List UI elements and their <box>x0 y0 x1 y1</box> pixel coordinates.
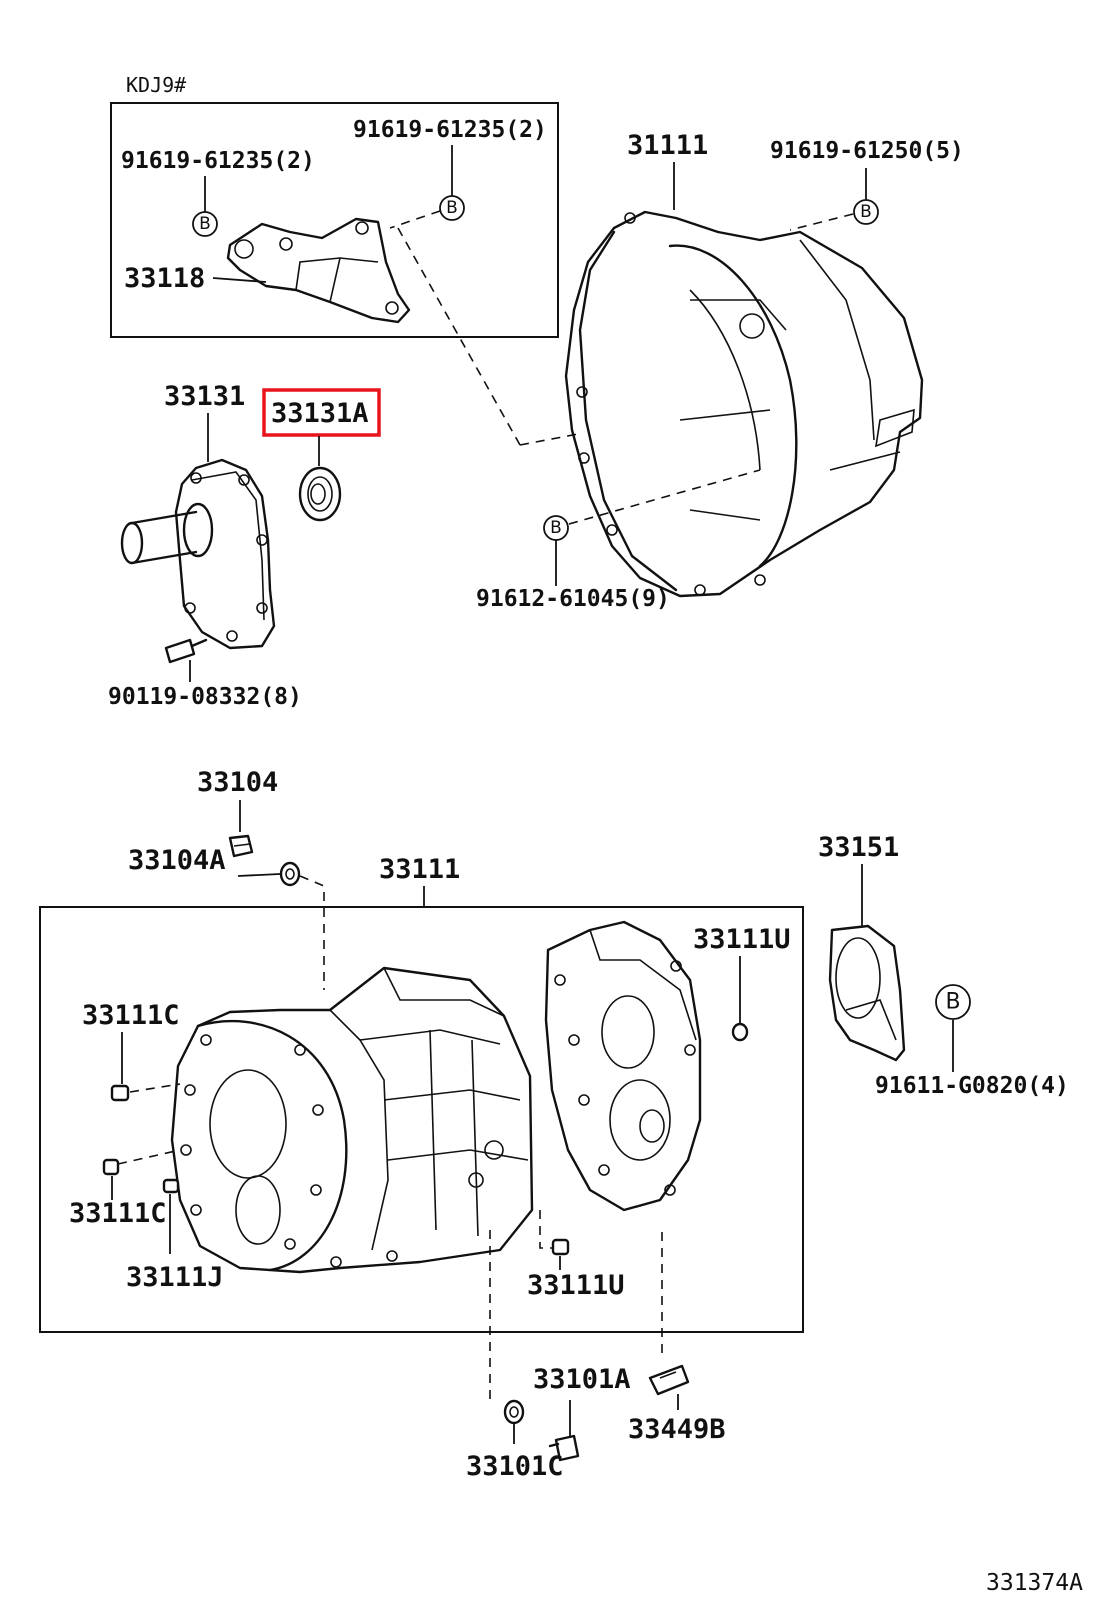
bell-housing-31111-drawing <box>564 210 924 598</box>
dowel-33111C-bottom <box>102 1158 120 1176</box>
diagram-id: 331374A <box>986 1570 1083 1596</box>
bolt-marker-b-5-text: B <box>945 990 960 1015</box>
dash-33111U-bottom <box>539 1210 552 1249</box>
cover-33151-drawing <box>828 924 906 1062</box>
bolt-marker-b-2-text: B <box>446 198 458 218</box>
label-33101A: 33101A <box>533 1364 631 1395</box>
bearing-retainer-33131-drawing <box>120 458 276 650</box>
kdj9-group-frame <box>110 102 559 338</box>
label-33449B: 33449B <box>628 1414 726 1445</box>
drain-plug-33101C-drawing <box>548 1434 580 1462</box>
dash-bolt-d <box>568 469 761 525</box>
dash-bolt-c <box>789 213 854 231</box>
bracket-33118-drawing <box>226 217 411 324</box>
gasket-33104A-drawing <box>279 861 301 887</box>
label-33151: 33151 <box>818 832 899 863</box>
label-33118: 33118 <box>124 263 205 294</box>
dowel-33111U-bottom <box>551 1238 570 1256</box>
leader-33118 <box>212 277 267 283</box>
bolt-marker-b-3 <box>853 199 879 225</box>
adaptor-plate-drawing <box>544 920 702 1212</box>
dowel-33111C-top <box>110 1084 130 1102</box>
gasket-33101-drawing <box>503 1399 525 1425</box>
label-90119-08332: 90119-08332(8) <box>108 684 302 710</box>
label-91619-61250: 91619-61250(5) <box>770 138 964 164</box>
label-33111-group: 33111 <box>379 854 460 885</box>
label-91619-61235-right: 91619-61235(2) <box>353 117 547 143</box>
dash-housing-link <box>519 433 579 446</box>
label-91619-61235-left: 91619-61235(2) <box>121 148 315 174</box>
label-33131A[interactable]: 33131A <box>271 398 369 429</box>
dash-33111C-top <box>129 1083 181 1093</box>
label-33131: 33131 <box>164 381 245 412</box>
bolt-marker-b-5 <box>935 984 971 1020</box>
label-91611-G0820: 91611-G0820(4) <box>875 1073 1069 1099</box>
label-33111C-top: 33111C <box>82 1000 180 1031</box>
dowel-33111U-top <box>731 1022 749 1042</box>
case-group-frame <box>39 906 804 1333</box>
bolt-marker-b-4-text: B <box>550 518 562 538</box>
dash-33111C-bottom <box>117 1149 181 1165</box>
bolt-marker-b-2 <box>439 195 465 221</box>
dash-plug <box>299 875 325 990</box>
bolt-90119-drawing <box>164 638 208 664</box>
label-33104: 33104 <box>197 767 278 798</box>
magnet-33449B-drawing <box>648 1364 690 1396</box>
label-91612-61045: 91612-61045(9) <box>476 586 670 612</box>
label-33111J: 33111J <box>126 1262 224 1293</box>
plug-33104-drawing <box>228 834 254 858</box>
label-31111: 31111 <box>627 130 708 161</box>
highlight-box-33131A <box>262 388 381 437</box>
label-33101C: 33101C <box>466 1451 564 1482</box>
dash-bolt-a2 <box>389 210 441 229</box>
transmission-case-drawing <box>170 966 534 1274</box>
bolt-marker-b-3-text: B <box>860 202 872 222</box>
label-33104A: 33104A <box>128 845 226 876</box>
leader-33104A <box>237 873 281 877</box>
group-label: KDJ9# <box>126 73 186 97</box>
label-33111U-top: 33111U <box>693 924 791 955</box>
oil-seal-33131A-drawing <box>298 466 342 522</box>
label-33111U-bottom: 33111U <box>527 1270 625 1301</box>
pin-33111J <box>162 1178 180 1194</box>
bolt-marker-b-1 <box>192 211 218 237</box>
bolt-marker-b-1-text: B <box>199 214 211 234</box>
label-33111C-bottom: 33111C <box>69 1198 167 1229</box>
